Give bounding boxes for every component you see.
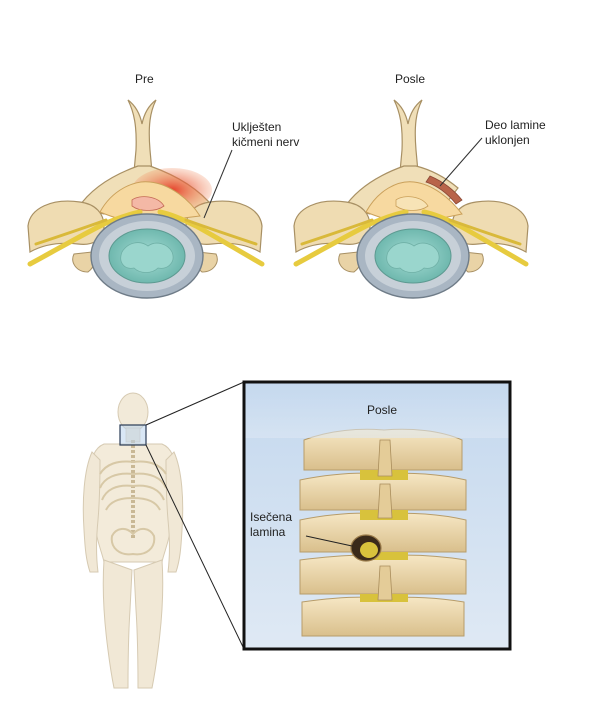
lamina-removed-label-line2: uklonjen bbox=[485, 133, 530, 147]
pinched-nerve-label-line1: Uklješten bbox=[232, 120, 282, 134]
human-figure bbox=[82, 381, 245, 689]
spine-closeup-inset bbox=[242, 380, 512, 651]
inset-title: Posle bbox=[367, 403, 398, 417]
before-label: Pre bbox=[135, 72, 154, 86]
pinched-nerve-label-line2: kičmeni nerv bbox=[232, 135, 300, 149]
vertebra-before bbox=[27, 99, 265, 299]
after-label: Posle bbox=[395, 72, 426, 86]
vertebra-stack bbox=[244, 382, 510, 637]
lamina-removed-label-line1: Deo lamine bbox=[485, 118, 546, 132]
cut-lamina-label-line2: lamina bbox=[250, 525, 286, 539]
cut-lamina-label-line1: Isečena bbox=[250, 510, 293, 524]
vertebra-after bbox=[293, 99, 529, 299]
